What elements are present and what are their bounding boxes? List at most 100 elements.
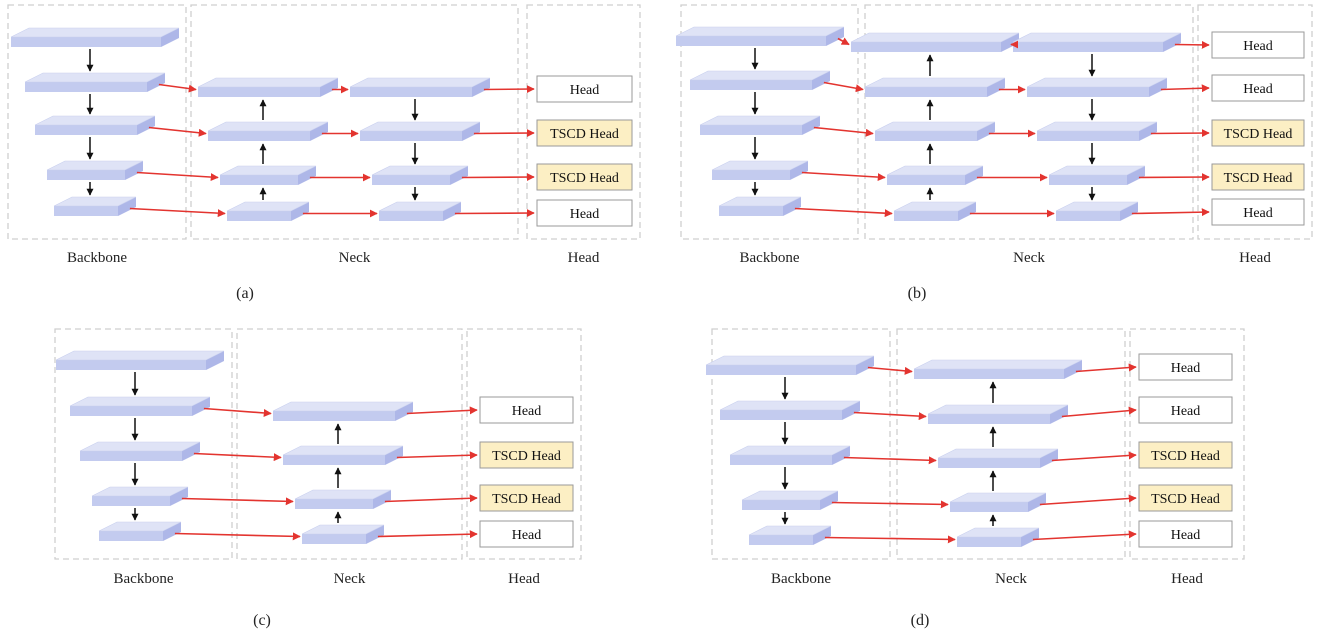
- head-label: Head: [512, 528, 542, 543]
- neck-layer: [207, 121, 329, 141]
- neck-layer: [864, 77, 1006, 97]
- head-connection-arrow: [1075, 363, 1137, 373]
- backbone-layer: [24, 72, 166, 92]
- head-label: Head: [1243, 206, 1273, 221]
- neck-layer: [956, 527, 1040, 547]
- panel-caption: (a): [236, 285, 254, 302]
- backbone-layer: [675, 26, 845, 46]
- backbone-layer: [79, 441, 201, 461]
- head-region: [526, 4, 641, 240]
- head-label: TSCD Head: [492, 449, 561, 464]
- backbone-layer: [741, 490, 839, 510]
- lateral-connection-arrow: [867, 366, 913, 375]
- head-label: Head: [570, 83, 600, 98]
- head-connection-arrow: [483, 85, 535, 94]
- neck-layer: [874, 121, 996, 141]
- head-box: [1138, 520, 1233, 548]
- neck-layer: [301, 524, 385, 544]
- neck-region: [864, 4, 1194, 240]
- neck-layer: [1026, 77, 1168, 97]
- head-connection-arrow: [1131, 208, 1210, 217]
- neck-layer: [913, 359, 1083, 379]
- head-connection-arrow: [1061, 406, 1137, 418]
- head-connection-arrow: [377, 530, 478, 539]
- lateral-connection-arrow: [158, 83, 197, 93]
- neck-layer: [949, 492, 1047, 512]
- backbone-layer: [55, 350, 225, 370]
- lateral-connection-arrow: [174, 532, 301, 541]
- head-box: [479, 396, 574, 424]
- head-box: [479, 520, 574, 548]
- backbone-layer: [729, 445, 851, 465]
- neck-layer: [378, 201, 462, 221]
- neck-layer: [1055, 201, 1139, 221]
- head-connection-arrow: [1150, 129, 1210, 138]
- backbone-label: Backbone: [67, 250, 127, 266]
- head-connection-arrow: [454, 209, 535, 218]
- lateral-connection-arrow: [853, 411, 927, 421]
- tscd-head-box: [536, 163, 633, 191]
- head-label: TSCD Head: [1224, 127, 1293, 142]
- lateral-connection-arrow: [801, 171, 886, 182]
- neck-layer: [282, 445, 404, 465]
- backbone-region: [7, 4, 187, 240]
- head-region: [1129, 328, 1245, 560]
- backbone-label: Backbone: [771, 571, 831, 587]
- head-connection-arrow: [1174, 40, 1210, 49]
- backbone-layer: [53, 196, 137, 216]
- backbone-layer: [699, 115, 821, 135]
- backbone-layer: [718, 196, 802, 216]
- backbone-layer: [10, 27, 180, 47]
- head-connection-arrow: [1032, 530, 1137, 541]
- backbone-label: Backbone: [740, 250, 800, 266]
- head-box: [1211, 74, 1305, 102]
- head-label: Head: [1243, 82, 1273, 97]
- neck-layer: [1036, 121, 1158, 141]
- neck-layer: [294, 489, 392, 509]
- head-connection-arrow: [473, 129, 535, 138]
- neck-label: Neck: [995, 571, 1027, 587]
- backbone-region: [54, 328, 233, 560]
- head-box: [1138, 353, 1233, 381]
- backbone-layer: [719, 400, 861, 420]
- head-label: Head: [1171, 404, 1201, 419]
- panel-caption: (b): [908, 285, 927, 302]
- head-label: TSCD Head: [492, 492, 561, 507]
- neck-layer: [219, 165, 317, 185]
- backbone-layer: [34, 115, 156, 135]
- neck-region: [190, 4, 519, 240]
- neck-layer: [927, 404, 1069, 424]
- tscd-head-box: [479, 441, 574, 469]
- head-label: Head: [1171, 571, 1203, 587]
- head-label: TSCD Head: [1151, 449, 1220, 464]
- backbone-layer: [98, 521, 182, 541]
- tscd-head-box: [1138, 441, 1233, 469]
- head-connection-arrow: [1051, 451, 1137, 462]
- head-box: [1138, 396, 1233, 424]
- lateral-connection-arrow: [181, 497, 294, 506]
- head-connection-arrow: [1160, 84, 1210, 93]
- neck-layer: [1048, 165, 1146, 185]
- head-label: Head: [1243, 39, 1273, 54]
- head-box: [536, 199, 633, 227]
- head-connection-arrow: [461, 173, 535, 182]
- backbone-layer: [705, 355, 875, 375]
- neck-layer: [226, 201, 310, 221]
- head-connection-arrow: [384, 494, 478, 503]
- head-label: TSCD Head: [550, 171, 619, 186]
- neck-layer: [850, 32, 1020, 52]
- backbone-layer: [711, 160, 809, 180]
- lateral-connection-arrow: [129, 207, 226, 218]
- backbone-region: [711, 328, 891, 560]
- neck-layer: [349, 77, 491, 97]
- head-label: TSCD Head: [1224, 171, 1293, 186]
- neck-layer: [886, 165, 984, 185]
- lateral-connection-arrow: [831, 500, 949, 509]
- head-label: Head: [508, 571, 540, 587]
- backbone-label: Backbone: [114, 571, 174, 587]
- head-label: Head: [568, 250, 600, 266]
- head-label: TSCD Head: [550, 127, 619, 142]
- neck-region: [896, 328, 1126, 560]
